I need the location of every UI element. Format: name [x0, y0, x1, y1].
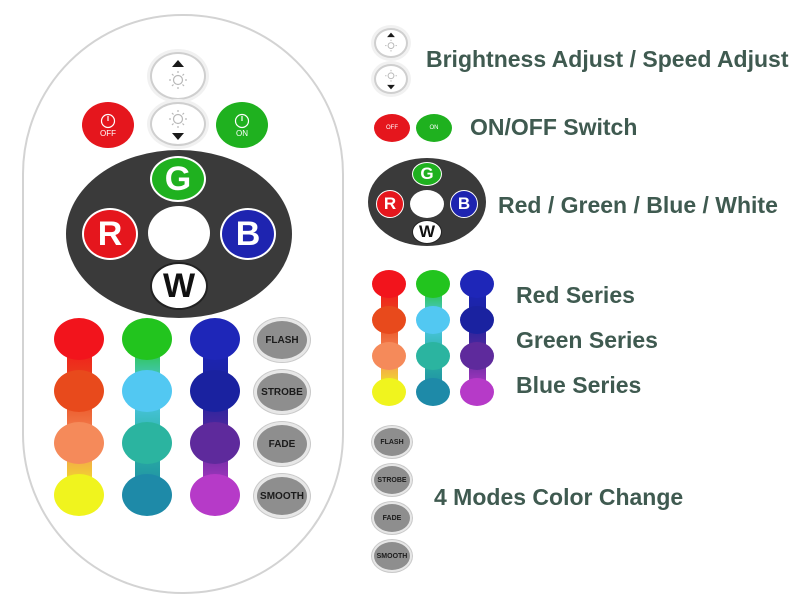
white-button[interactable]: W	[150, 262, 208, 310]
power-icon	[234, 113, 250, 128]
onoff-label: ON/OFF Switch	[470, 114, 638, 140]
legend-center-icon	[410, 190, 444, 218]
remote-color-button[interactable]	[122, 318, 172, 360]
legend-b-icon: B	[450, 190, 478, 218]
legend-color-button	[372, 270, 406, 298]
modes-label: 4 Modes Color Change	[434, 484, 684, 510]
flash-label: FLASH	[265, 334, 299, 346]
legend-color-button	[416, 270, 450, 298]
white-center-button[interactable]	[148, 206, 210, 260]
red-button[interactable]: R	[82, 208, 138, 260]
sun-icon	[169, 110, 187, 128]
remote-color-button[interactable]	[122, 370, 172, 412]
legend-off-label: OFF	[386, 125, 398, 131]
remote-color-button[interactable]	[54, 422, 104, 464]
legend-flash-icon: FLASH	[372, 426, 412, 458]
legend-g-label: G	[420, 164, 434, 183]
brightness-up-button[interactable]	[150, 52, 206, 100]
remote-color-button[interactable]	[54, 318, 104, 360]
brightness-label: Brightness Adjust / Speed Adjust	[426, 46, 789, 72]
legend-r-label: R	[383, 194, 397, 213]
green-series-label: Green Series	[516, 327, 658, 353]
legend-brightness-up-icon	[374, 28, 408, 58]
smooth-label: SMOOTH	[260, 490, 304, 502]
green-label: G	[164, 159, 192, 198]
red-label: R	[97, 214, 123, 253]
smooth-button[interactable]: SMOOTH	[254, 474, 310, 518]
remote-color-button[interactable]	[190, 318, 240, 360]
remote-color-button[interactable]	[54, 370, 104, 412]
remote-color-button[interactable]	[122, 474, 172, 516]
strobe-button[interactable]: STROBE	[254, 370, 310, 414]
remote-color-button[interactable]	[122, 422, 172, 464]
legend-on-icon: ON	[416, 114, 452, 142]
strobe-label: STROBE	[261, 386, 303, 398]
blue-series-label: Blue Series	[516, 372, 642, 398]
legend-smooth-icon: SMOOTH	[372, 540, 412, 572]
remote-color-button[interactable]	[190, 474, 240, 516]
legend-w-icon: W	[412, 220, 442, 244]
green-button[interactable]: G	[150, 156, 206, 202]
legend-fade-icon: FADE	[372, 502, 412, 534]
legend-color-button	[460, 270, 494, 298]
off-label: OFF	[100, 128, 116, 138]
remote-color-button[interactable]	[190, 370, 240, 412]
sun-icon	[169, 71, 187, 89]
legend-color-button	[416, 342, 450, 370]
legend-on-label: ON	[429, 125, 439, 131]
rgbw-label: Red / Green / Blue / White	[498, 192, 778, 218]
legend-w-label: W	[418, 222, 436, 241]
remote-color-button[interactable]	[190, 422, 240, 464]
legend-brightness-down-icon	[374, 64, 408, 94]
off-button[interactable]: OFF	[82, 102, 134, 148]
legend-color-button	[372, 342, 406, 370]
legend-color-button	[460, 378, 494, 406]
legend-color-button	[416, 306, 450, 334]
down-arrow-icon	[385, 69, 397, 90]
legend-b-label: B	[457, 194, 471, 213]
red-series-label: Red Series	[516, 282, 635, 308]
fade-button[interactable]: FADE	[254, 422, 310, 466]
flash-button[interactable]: FLASH	[254, 318, 310, 362]
blue-button[interactable]: B	[220, 208, 276, 260]
up-arrow-icon	[169, 60, 187, 89]
legend-strobe-label: STROBE	[377, 476, 407, 484]
legend-fade-label: FADE	[382, 514, 402, 522]
legend-color-button	[372, 378, 406, 406]
legend-strobe-icon: STROBE	[372, 464, 412, 496]
legend-flash-label: FLASH	[380, 438, 404, 446]
blue-label: B	[235, 214, 261, 253]
on-button[interactable]: ON	[216, 102, 268, 148]
fade-label: FADE	[268, 438, 296, 450]
down-arrow-icon	[169, 110, 187, 140]
power-icon	[100, 113, 116, 128]
white-label: W	[162, 266, 196, 305]
legend-color-button	[372, 306, 406, 334]
legend-color-button	[460, 306, 494, 334]
legend-color-button	[416, 378, 450, 406]
legend-color-button	[460, 342, 494, 370]
legend-smooth-label: SMOOTH	[376, 552, 408, 560]
legend-g-icon: G	[412, 162, 442, 186]
remote-color-button[interactable]	[54, 474, 104, 516]
up-arrow-icon	[385, 32, 397, 52]
legend-off-icon: OFF	[374, 114, 410, 142]
legend-r-icon: R	[376, 190, 404, 218]
on-label: ON	[236, 128, 248, 138]
brightness-down-button[interactable]	[150, 102, 206, 146]
